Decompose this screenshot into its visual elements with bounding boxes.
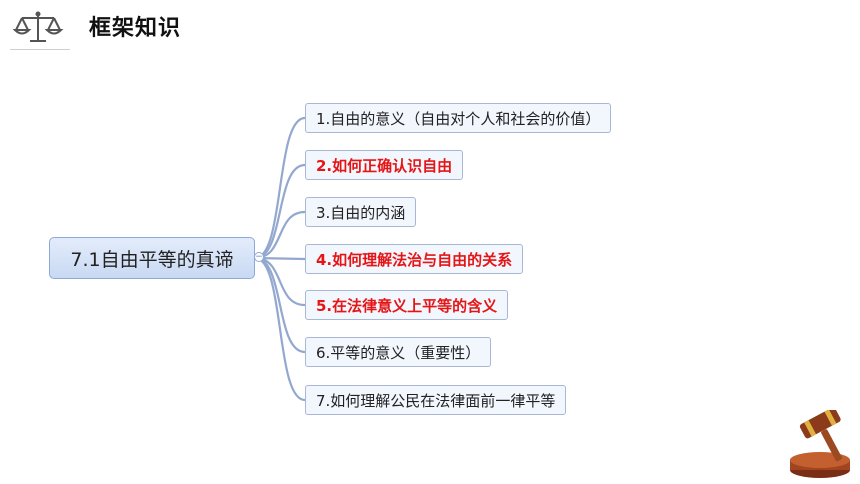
connector-6 [253,256,307,354]
gavel-icon [790,410,850,478]
branch-label: 6.平等的意义（重要性） [316,343,481,362]
branch-node-3[interactable]: 3.自由的内涵 [305,197,417,227]
collapse-toggle[interactable]: − [254,252,264,262]
branch-label: 2.如何正确认识自由 [316,156,453,175]
connector-5 [253,256,307,307]
connector-2 [253,163,307,260]
branch-label: 1.自由的意义（自由对个人和社会的价值） [316,109,601,128]
central-topic[interactable]: 7.1自由平等的真谛 [49,237,255,279]
central-topic-label: 7.1自由平等的真谛 [70,248,234,271]
branch-node-7[interactable]: 7.如何理解公民在法律面前一律平等 [305,385,567,415]
branch-node-2[interactable]: 2.如何正确认识自由 [305,150,464,180]
branch-node-6[interactable]: 6.平等的意义（重要性） [305,337,492,367]
branch-label: 7.如何理解公民在法律面前一律平等 [316,391,556,410]
connector-1 [253,116,307,260]
branch-label: 3.自由的内涵 [316,203,406,222]
scales-icon [12,11,64,42]
branch-node-1[interactable]: 1.自由的意义（自由对个人和社会的价值） [305,103,612,133]
page-title: 框架知识 [89,16,182,41]
branch-node-5[interactable]: 5.在法律意义上平等的含义 [305,290,509,320]
header-divider [10,49,70,50]
branch-label: 4.如何理解法治与自由的关系 [316,250,513,269]
connector-7 [253,256,307,402]
branch-label: 5.在法律意义上平等的含义 [316,296,498,315]
branch-node-4[interactable]: 4.如何理解法治与自由的关系 [305,244,524,274]
